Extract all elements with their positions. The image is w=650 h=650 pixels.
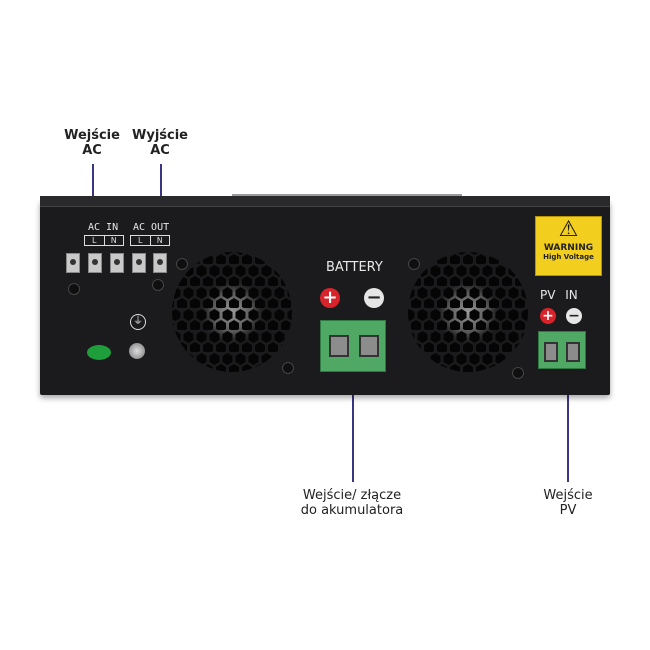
pv-in-label: PV IN [540, 288, 578, 302]
mount-screw [176, 258, 188, 270]
callout-text: do akumulatora [300, 503, 404, 518]
mount-screw [68, 283, 80, 295]
leader-line-pv [567, 382, 569, 482]
ground-bolt[interactable] [129, 343, 145, 359]
ac-terminal-screw[interactable] [88, 253, 102, 273]
high-voltage-icon: ⚠ [558, 217, 579, 242]
callout-text: PV [559, 503, 577, 518]
mount-screw [512, 367, 524, 379]
minus-icon: − [566, 308, 582, 324]
plus-icon: + [540, 308, 556, 324]
ac-terminal-screw[interactable] [66, 253, 80, 273]
callout-ac-output: Wyjście AC [122, 128, 198, 158]
callout-text: Wejście [543, 488, 593, 503]
mount-screw [282, 362, 294, 374]
callout-text: AC [150, 143, 170, 158]
callout-ac-input: Wejście AC [54, 128, 130, 158]
device-lid [40, 196, 610, 207]
callout-text: Wejście [64, 128, 120, 143]
leader-line-ac-in [92, 164, 94, 212]
callout-battery: Wejście/ złącze do akumulatora [282, 488, 422, 518]
callout-text: Wyjście [132, 128, 188, 143]
battery-label: BATTERY [326, 260, 383, 275]
battery-terminal[interactable] [320, 320, 386, 372]
ac-out-label: AC OUT [133, 222, 170, 233]
ac-terminal-screw[interactable] [132, 253, 146, 273]
ac-in-label: AC IN [88, 222, 119, 233]
warning-label: ⚠ WARNING High Voltage [535, 216, 602, 276]
leader-line-ac-out [160, 164, 162, 212]
warning-title: WARNING [543, 243, 594, 253]
mount-screw [152, 279, 164, 291]
callout-pv: Wejście PV [530, 488, 606, 518]
mount-screw [408, 258, 420, 270]
ac-terminal-screw[interactable] [110, 253, 124, 273]
terminal-l-label: L [131, 236, 151, 245]
ground-icon: ⏚ [130, 314, 146, 330]
ac-terminal-screw[interactable] [153, 253, 167, 273]
callout-text: AC [82, 143, 102, 158]
fan-right [408, 252, 528, 372]
fan-left [172, 252, 292, 372]
callout-text: Wejście/ złącze [302, 488, 402, 503]
terminal-n-label: N [110, 236, 117, 245]
plus-icon: + [320, 288, 340, 308]
pv-terminal[interactable] [538, 331, 586, 369]
device-top-edge [232, 194, 462, 197]
minus-icon: − [364, 288, 384, 308]
warning-subtitle: High Voltage [543, 253, 594, 261]
terminal-n-label: N [156, 236, 163, 245]
leader-line-battery [352, 382, 354, 482]
terminal-l-label: L [85, 236, 105, 245]
certification-sticker [87, 345, 111, 360]
